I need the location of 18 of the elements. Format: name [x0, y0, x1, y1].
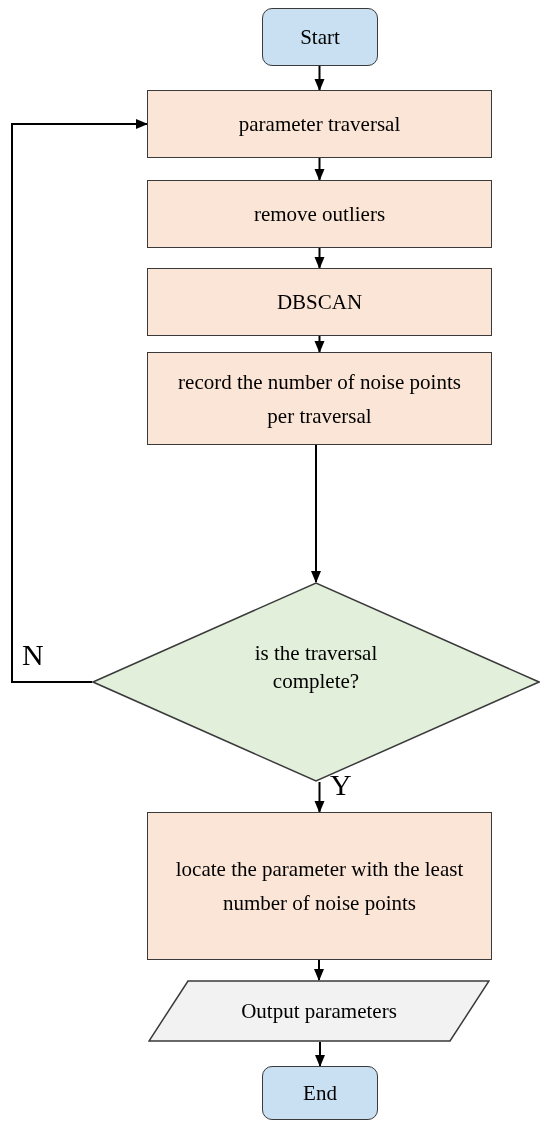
- process-box: record the number of noise points per traversal: [147, 352, 492, 445]
- process-box: DBSCAN: [147, 268, 492, 336]
- process-box: remove outliers: [147, 180, 492, 248]
- arrow: [314, 335, 325, 353]
- terminal-box: End: [262, 1066, 378, 1120]
- arrow: [315, 1041, 325, 1067]
- process-box: locate the parameter with the least number of noise points: [147, 812, 492, 960]
- arrow: [314, 781, 325, 813]
- arrow: [311, 444, 321, 583]
- terminal-box: Start: [262, 8, 378, 66]
- arrow: [314, 247, 325, 269]
- node-label: Output parameters: [241, 998, 397, 1025]
- arrow: [314, 959, 324, 981]
- node-label: is the traversal complete?: [253, 640, 379, 695]
- arrow: [314, 157, 325, 181]
- process-box: parameter traversal: [147, 90, 492, 158]
- arrow: [11, 119, 148, 683]
- arrow: [314, 65, 325, 91]
